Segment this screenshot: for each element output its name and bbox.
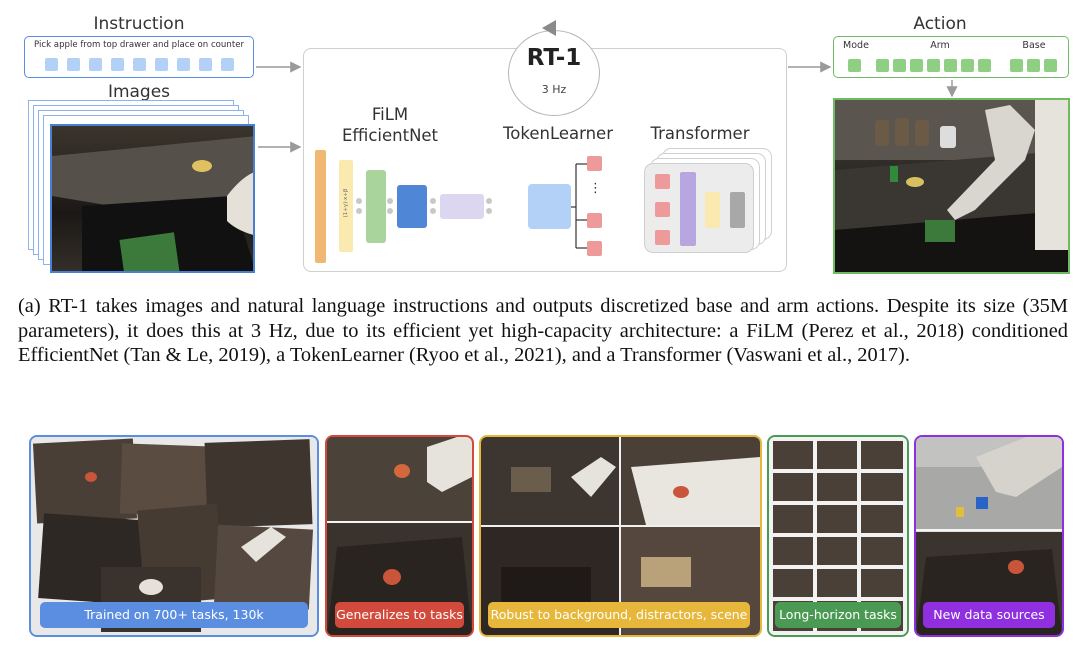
learned-token <box>587 156 602 171</box>
panel-badge: Long-horizon tasks <box>775 602 901 628</box>
action-token-arm <box>910 59 923 72</box>
film-dot <box>486 198 492 204</box>
model-name: RT-1 <box>526 45 582 71</box>
tokenlearner-connectors <box>571 163 587 249</box>
transformer-label: Transformer <box>650 124 750 143</box>
action-token-arm <box>978 59 991 72</box>
panel-robustness: Robust to background, distractors, scene <box>479 435 762 637</box>
panel-badge-label: Robust to background, distractors, scene <box>490 607 748 622</box>
action-token-arm <box>893 59 906 72</box>
film-dot <box>430 208 436 214</box>
model-rate: 3 Hz <box>541 83 567 96</box>
instruction-token <box>111 58 124 71</box>
film-input-bar <box>315 150 326 263</box>
panel-training-data: Trained on 700+ tasks, 130k demonstratio… <box>29 435 319 637</box>
panel-badge: Generalizes to tasks <box>335 602 464 628</box>
instruction-token <box>89 58 102 71</box>
action-token-base <box>1010 59 1023 72</box>
action-token-mode <box>848 59 861 72</box>
tokenlearner-block <box>528 184 571 229</box>
instruction-token <box>45 58 58 71</box>
panel-badge: New data sources <box>923 602 1055 628</box>
efficientnet-output-block <box>440 194 484 219</box>
flow-arrows <box>256 61 958 153</box>
rt1-circle: RT-1 3 Hz <box>508 30 600 116</box>
film-conditioning-bar: (1+γ)·x+β <box>339 160 353 252</box>
transformer-layer-front <box>644 163 754 253</box>
film-label-line1: FiLM <box>371 105 409 124</box>
film-dot <box>387 208 393 214</box>
film-label: FiLM EfficientNet <box>335 104 445 146</box>
panel-badge-label: Trained on 700+ tasks, 130k demonstratio… <box>84 607 264 635</box>
action-header-base: Base <box>1022 40 1046 51</box>
tokenlearner-label: TokenLearner <box>503 124 613 143</box>
film-dot <box>486 208 492 214</box>
action-token-arm <box>944 59 957 72</box>
token-ellipsis: ⋮ <box>589 181 602 196</box>
efficientnet-green-block <box>366 170 386 243</box>
instruction-label: Instruction <box>93 14 185 34</box>
panel-new-data-sources: New data sources <box>914 435 1064 637</box>
panel-long-horizon: Long-horizon tasks <box>767 435 909 637</box>
figure-caption: (a) RT-1 takes images and natural langua… <box>18 295 1068 366</box>
transformer-token <box>655 202 670 217</box>
action-token-base <box>1027 59 1040 72</box>
action-token-arm <box>927 59 940 72</box>
panel-badge: Robust to background, distractors, scene <box>488 602 750 628</box>
panel-generalization: Generalizes to tasks <box>325 435 474 637</box>
action-box: Mode Arm Base <box>833 36 1069 78</box>
film-label-line2: EfficientNet <box>341 126 439 145</box>
film-dot <box>356 208 362 214</box>
images-label: Images <box>107 82 171 102</box>
panel-badge-label: Generalizes to tasks <box>336 607 463 622</box>
instruction-token <box>199 58 212 71</box>
norm-block <box>730 192 745 228</box>
instruction-token <box>155 58 168 71</box>
attention-block <box>680 172 696 246</box>
instruction-box: Pick apple from top drawer and place on … <box>24 36 254 78</box>
learned-token <box>587 213 602 228</box>
instruction-token <box>67 58 80 71</box>
film-rotated-label: (1+γ)·x+β <box>343 188 349 218</box>
loop-arrow-icon <box>542 20 556 36</box>
action-token-base <box>1044 59 1057 72</box>
instruction-token <box>133 58 146 71</box>
instruction-token <box>177 58 190 71</box>
input-camera-image <box>50 124 255 273</box>
instruction-text: Pick apple from top drawer and place on … <box>33 40 245 50</box>
panel-badge-label: Long-horizon tasks <box>779 607 897 622</box>
panel-badge: Trained on 700+ tasks, 130k demonstratio… <box>40 602 308 635</box>
film-dot <box>430 198 436 204</box>
learned-token <box>587 241 602 256</box>
transformer-token <box>655 174 670 189</box>
action-header-arm: Arm <box>930 40 950 51</box>
ffn-block <box>705 192 720 228</box>
action-token-arm <box>876 59 889 72</box>
efficientnet-blue-block <box>397 185 427 228</box>
transformer-token <box>655 230 670 245</box>
robot-action-image <box>833 98 1070 274</box>
instruction-token <box>221 58 234 71</box>
film-dot <box>387 198 393 204</box>
film-dot <box>356 198 362 204</box>
action-header-mode: Mode <box>843 40 869 51</box>
action-token-arm <box>961 59 974 72</box>
panel-badge-label: New data sources <box>933 607 1045 622</box>
action-label: Action <box>913 14 967 34</box>
